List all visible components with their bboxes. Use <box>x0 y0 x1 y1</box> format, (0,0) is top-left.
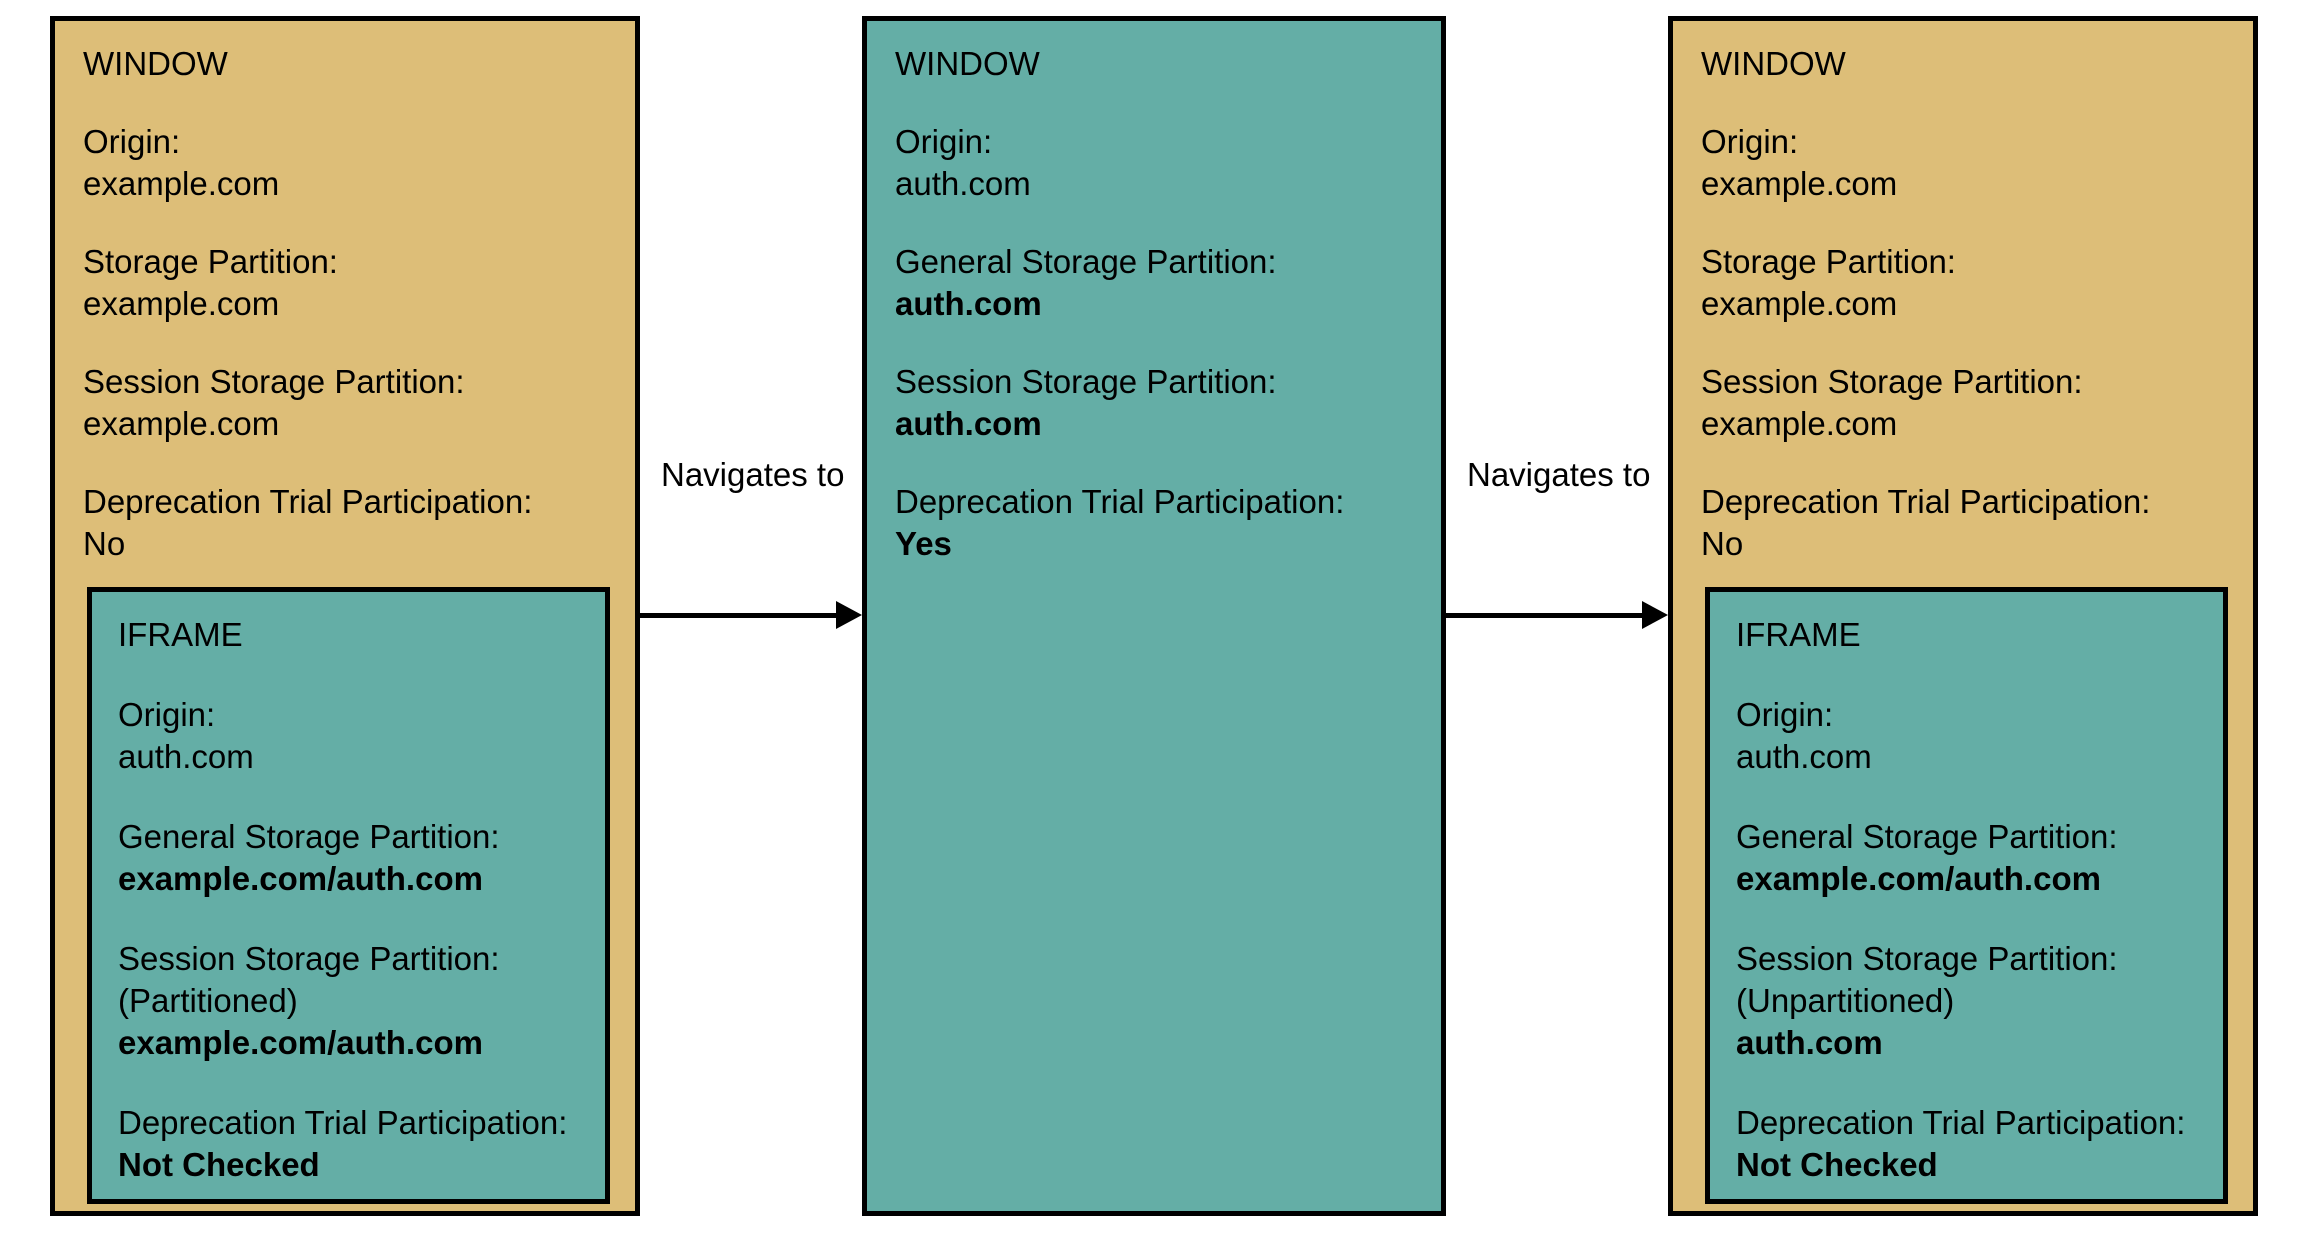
iframe-1-box-label: IFRAME <box>118 616 243 653</box>
arrow-shaft <box>1446 613 1646 618</box>
window-3-field-storage-partition: Storage Partition: example.com <box>1701 241 2243 325</box>
window-1-field-origin: Origin: example.com <box>83 121 625 205</box>
field-value: auth.com <box>1736 738 1872 775</box>
window-2-field-general-storage-partition: General Storage Partition: auth.com <box>895 241 1431 325</box>
iframe-panel-1: IFRAME Origin: auth.com General Storage … <box>87 587 610 1204</box>
iframe-panel-3: IFRAME Origin: auth.com General Storage … <box>1705 587 2228 1204</box>
field-value: auth.com <box>118 738 254 775</box>
arrow-shaft <box>640 613 840 618</box>
field-label: Origin: <box>895 123 993 160</box>
field-value: example.com/auth.com <box>118 1024 483 1061</box>
navigates-to-arrow-1 <box>640 580 862 629</box>
field-value: auth.com <box>895 165 1031 202</box>
field-label: Session Storage Partition: <box>1736 940 2118 977</box>
navigates-to-arrow-2 <box>1446 580 1668 629</box>
field-label: Session Storage Partition: <box>83 363 465 400</box>
field-label: General Storage Partition: <box>895 243 1277 280</box>
window-panel-3: WINDOW Origin: example.com Storage Parti… <box>1668 16 2258 1216</box>
field-value: Not Checked <box>118 1146 320 1183</box>
iframe-3-fields: IFRAME Origin: auth.com General Storage … <box>1736 614 2213 1186</box>
field-label: Origin: <box>83 123 181 160</box>
field-label: General Storage Partition: <box>118 818 500 855</box>
iframe-3-field-deprecation-trial: Deprecation Trial Participation: Not Che… <box>1736 1102 2213 1186</box>
window-2-field-origin: Origin: auth.com <box>895 121 1431 205</box>
window-3-field-origin: Origin: example.com <box>1701 121 2243 205</box>
arrow-head-icon <box>1642 601 1668 629</box>
field-value: example.com <box>83 405 280 442</box>
window-3-box-label: WINDOW <box>1701 45 1846 82</box>
iframe-3-field-general-storage-partition: General Storage Partition: example.com/a… <box>1736 816 2213 900</box>
iframe-1-field-session-storage-partition: Session Storage Partition: (Partitioned)… <box>118 938 595 1064</box>
field-value: Not Checked <box>1736 1146 1938 1183</box>
field-label: Deprecation Trial Participation: <box>895 483 1345 520</box>
field-value: auth.com <box>895 405 1042 442</box>
iframe-3-field-session-storage-partition: Session Storage Partition: (Unpartitione… <box>1736 938 2213 1064</box>
arrow-2-label: Navigates to <box>1467 456 1651 493</box>
field-label: Storage Partition: <box>1701 243 1956 280</box>
field-value: No <box>1701 525 1744 562</box>
window-panel-1: WINDOW Origin: example.com Storage Parti… <box>50 16 640 1216</box>
iframe-1-fields: IFRAME Origin: auth.com General Storage … <box>118 614 595 1186</box>
window-1-fields: WINDOW Origin: example.com Storage Parti… <box>83 43 625 565</box>
iframe-3-box-label: IFRAME <box>1736 616 1861 653</box>
iframe-1-field-deprecation-trial: Deprecation Trial Participation: Not Che… <box>118 1102 595 1186</box>
window-1-field-session-storage-partition: Session Storage Partition: example.com <box>83 361 625 445</box>
field-value: example.com/auth.com <box>118 860 483 897</box>
field-label: Origin: <box>1701 123 1799 160</box>
window-3-fields: WINDOW Origin: example.com Storage Parti… <box>1701 43 2243 565</box>
window-1-field-storage-partition: Storage Partition: example.com <box>83 241 625 325</box>
field-value: example.com <box>1701 405 1898 442</box>
field-value: example.com <box>83 165 280 202</box>
field-value: auth.com <box>895 285 1042 322</box>
window-2-box-label: WINDOW <box>895 45 1040 82</box>
field-label: Deprecation Trial Participation: <box>118 1104 568 1141</box>
field-value: auth.com <box>1736 1024 1883 1061</box>
field-label: Deprecation Trial Participation: <box>1736 1104 2186 1141</box>
window-2-field-session-storage-partition: Session Storage Partition: auth.com <box>895 361 1431 445</box>
field-sublabel: (Partitioned) <box>118 982 298 1019</box>
field-label: Deprecation Trial Participation: <box>1701 483 2151 520</box>
field-value: Yes <box>895 525 952 562</box>
window-3-field-session-storage-partition: Session Storage Partition: example.com <box>1701 361 2243 445</box>
field-sublabel: (Unpartitioned) <box>1736 982 1955 1019</box>
field-value: example.com <box>83 285 280 322</box>
arrow-1-label: Navigates to <box>661 456 845 493</box>
field-value: example.com/auth.com <box>1736 860 2101 897</box>
field-label: Origin: <box>1736 696 1834 733</box>
field-value: No <box>83 525 126 562</box>
iframe-3-field-origin: Origin: auth.com <box>1736 694 2213 778</box>
iframe-1-field-origin: Origin: auth.com <box>118 694 595 778</box>
field-label: Deprecation Trial Participation: <box>83 483 533 520</box>
window-panel-2: WINDOW Origin: auth.com General Storage … <box>862 16 1446 1216</box>
window-1-box-label: WINDOW <box>83 45 228 82</box>
field-value: example.com <box>1701 285 1898 322</box>
field-value: example.com <box>1701 165 1898 202</box>
field-label: Storage Partition: <box>83 243 338 280</box>
window-1-field-deprecation-trial: Deprecation Trial Participation: No <box>83 481 625 565</box>
field-label: Session Storage Partition: <box>118 940 500 977</box>
field-label: General Storage Partition: <box>1736 818 2118 855</box>
field-label: Session Storage Partition: <box>1701 363 2083 400</box>
window-2-fields: WINDOW Origin: auth.com General Storage … <box>895 43 1431 565</box>
arrow-head-icon <box>836 601 862 629</box>
field-label: Session Storage Partition: <box>895 363 1277 400</box>
window-2-field-deprecation-trial: Deprecation Trial Participation: Yes <box>895 481 1431 565</box>
field-label: Origin: <box>118 696 216 733</box>
iframe-1-field-general-storage-partition: General Storage Partition: example.com/a… <box>118 816 595 900</box>
window-3-field-deprecation-trial: Deprecation Trial Participation: No <box>1701 481 2243 565</box>
